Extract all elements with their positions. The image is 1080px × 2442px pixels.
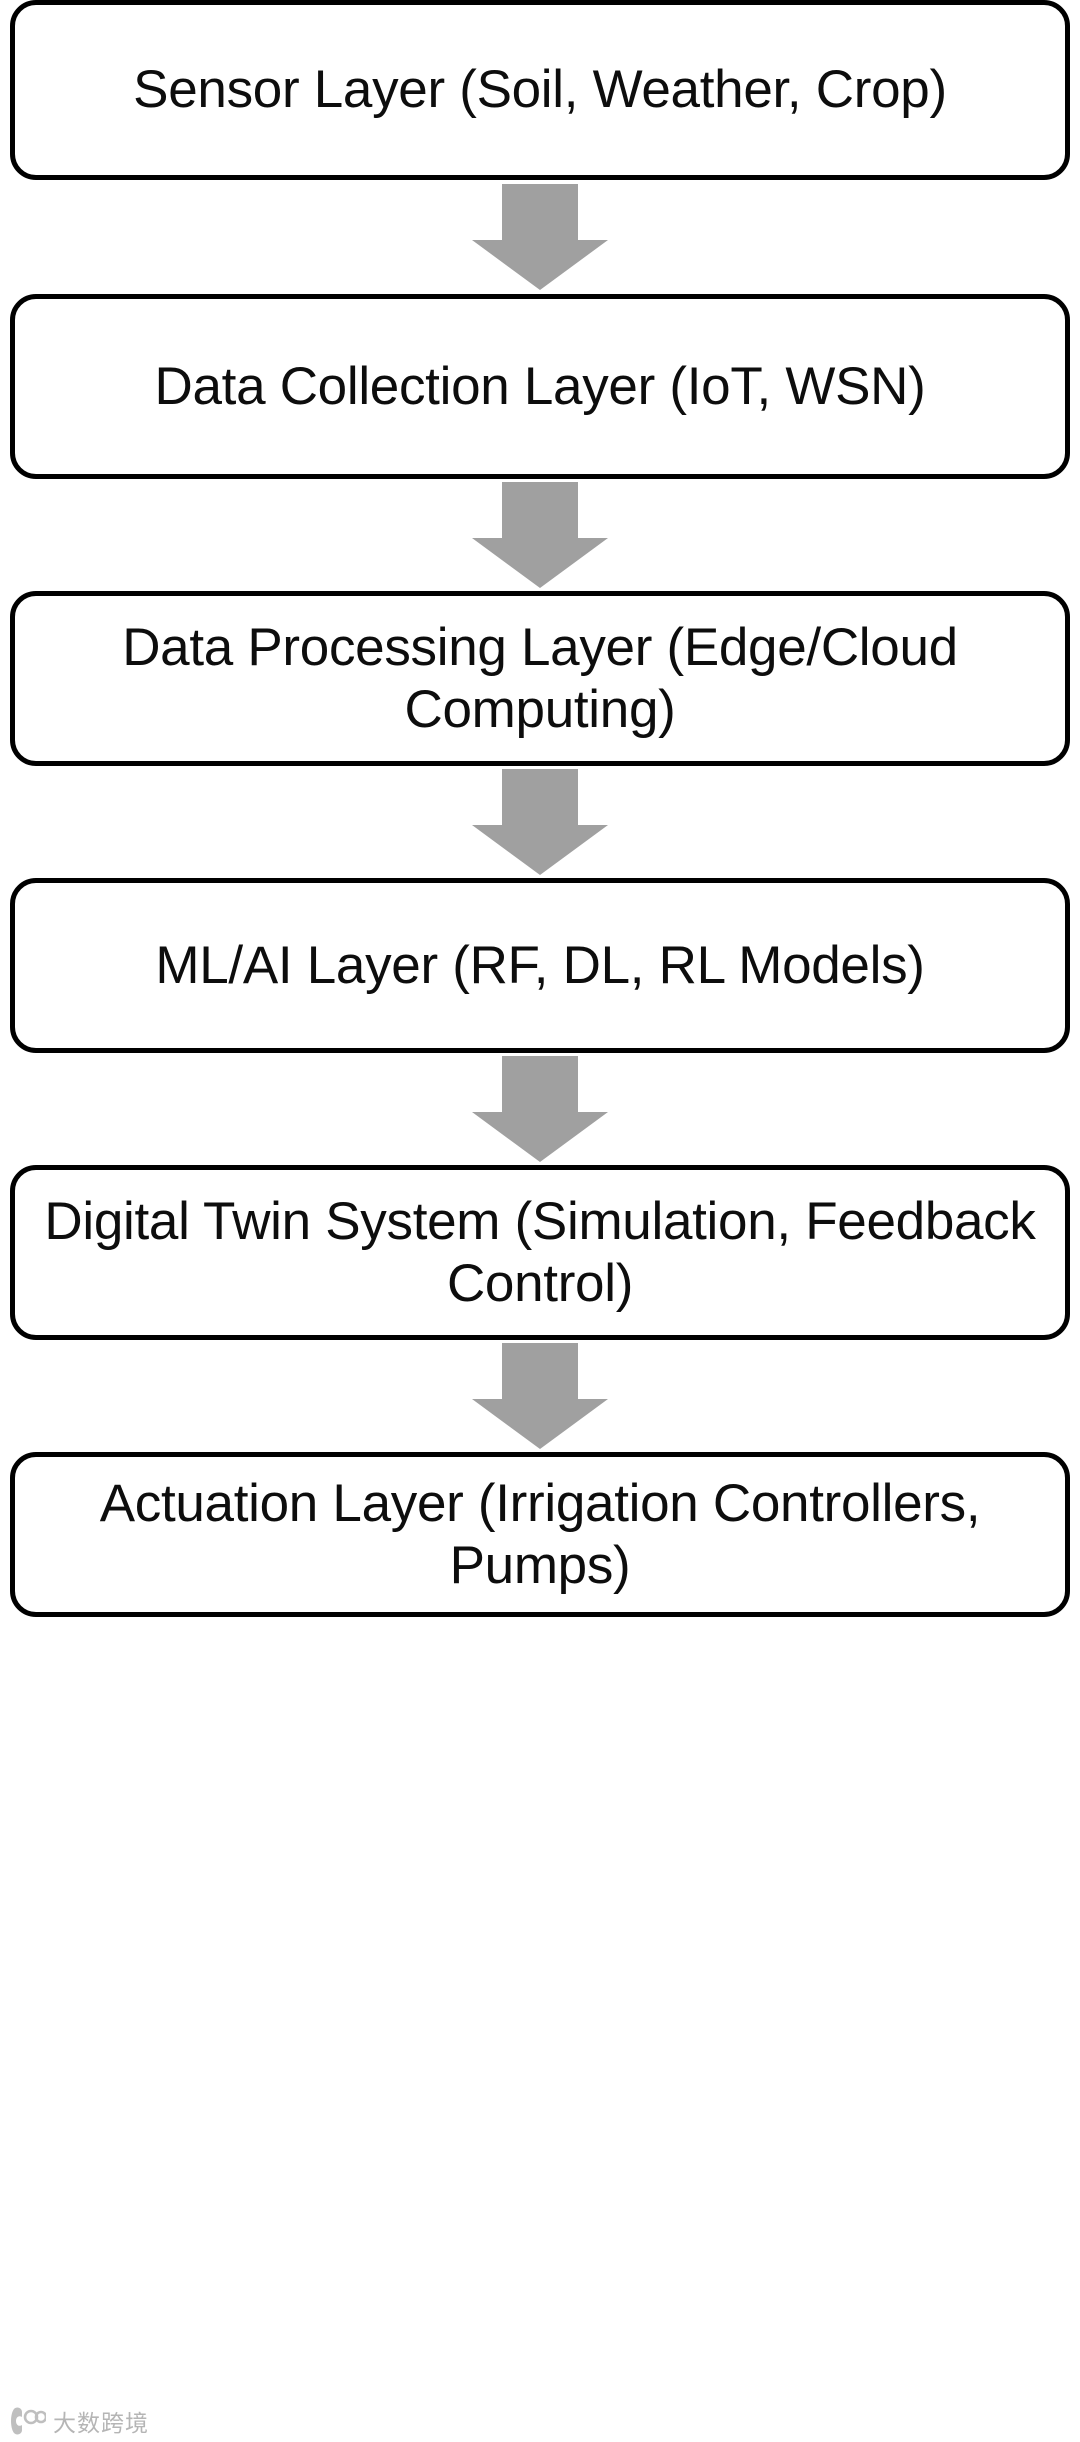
down-arrow-icon bbox=[472, 769, 608, 875]
flowchart-connector-2 bbox=[10, 479, 1070, 591]
node-label: ML/AI Layer (RF, DL, RL Models) bbox=[155, 935, 925, 995]
flowchart-node-data-processing-layer[interactable]: Data Processing Layer (Edge/Cloud Comput… bbox=[10, 591, 1070, 766]
node-label: Actuation Layer (Irrigation Controllers,… bbox=[99, 1473, 981, 1595]
flowchart-connector-1 bbox=[10, 180, 1070, 294]
down-arrow-icon bbox=[472, 1056, 608, 1162]
down-arrow-icon bbox=[472, 184, 608, 290]
flowchart-connector-5 bbox=[10, 1340, 1070, 1452]
flowchart-node-data-collection-layer[interactable]: Data Collection Layer (IoT, WSN) bbox=[10, 294, 1070, 479]
node-label: Data Processing Layer (Edge/Cloud Comput… bbox=[122, 617, 958, 739]
flowchart-node-digital-twin-system[interactable]: Digital Twin System (Simulation, Feedbac… bbox=[10, 1165, 1070, 1340]
flowchart-node-ml-ai-layer[interactable]: ML/AI Layer (RF, DL, RL Models) bbox=[10, 878, 1070, 1053]
flowchart-connector-3 bbox=[10, 766, 1070, 878]
node-label: Data Collection Layer (IoT, WSN) bbox=[154, 356, 926, 416]
down-arrow-icon bbox=[472, 1343, 608, 1449]
flowchart-connector-4 bbox=[10, 1053, 1070, 1165]
flowchart-node-actuation-layer[interactable]: Actuation Layer (Irrigation Controllers,… bbox=[10, 1452, 1070, 1617]
node-label: Sensor Layer (Soil, Weather, Crop) bbox=[133, 60, 947, 119]
flowchart-node-sensor-layer[interactable]: Sensor Layer (Soil, Weather, Crop) bbox=[10, 0, 1070, 180]
down-arrow-icon bbox=[472, 482, 608, 588]
node-label: Digital Twin System (Simulation, Feedbac… bbox=[44, 1191, 1036, 1313]
